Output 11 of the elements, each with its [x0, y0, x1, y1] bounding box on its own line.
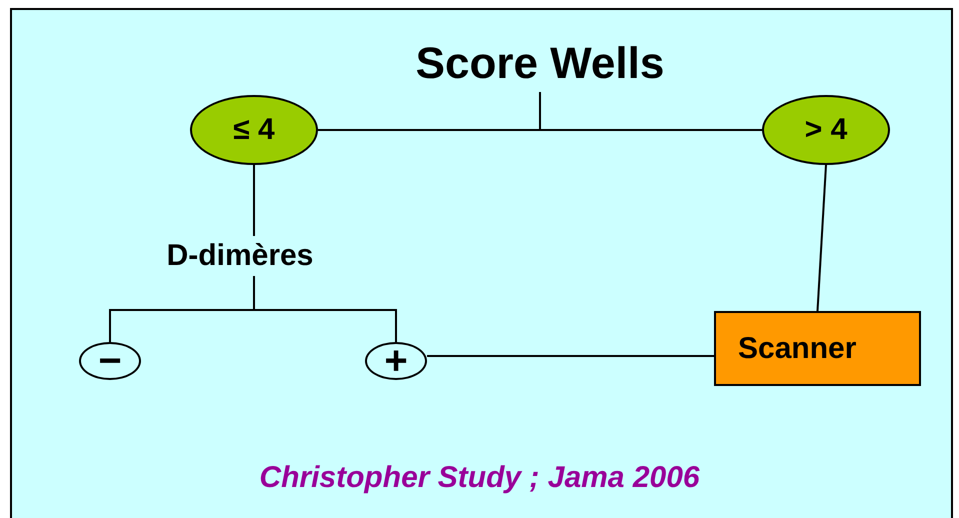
- connector-line: [253, 276, 397, 342]
- caption: Christopher Study ; Jama 2006: [258, 461, 701, 495]
- positive-result-ellipse: +: [365, 342, 427, 380]
- title-text: Score Wells: [370, 36, 710, 92]
- exam-box: Scanner: [714, 311, 921, 386]
- connector-line: [816, 164, 827, 312]
- test-label: D-dimères: [140, 236, 340, 276]
- connector-line: [539, 92, 762, 131]
- connector-line: [427, 355, 714, 357]
- negative-result-ellipse: −: [79, 342, 141, 380]
- connector-line: [253, 165, 255, 236]
